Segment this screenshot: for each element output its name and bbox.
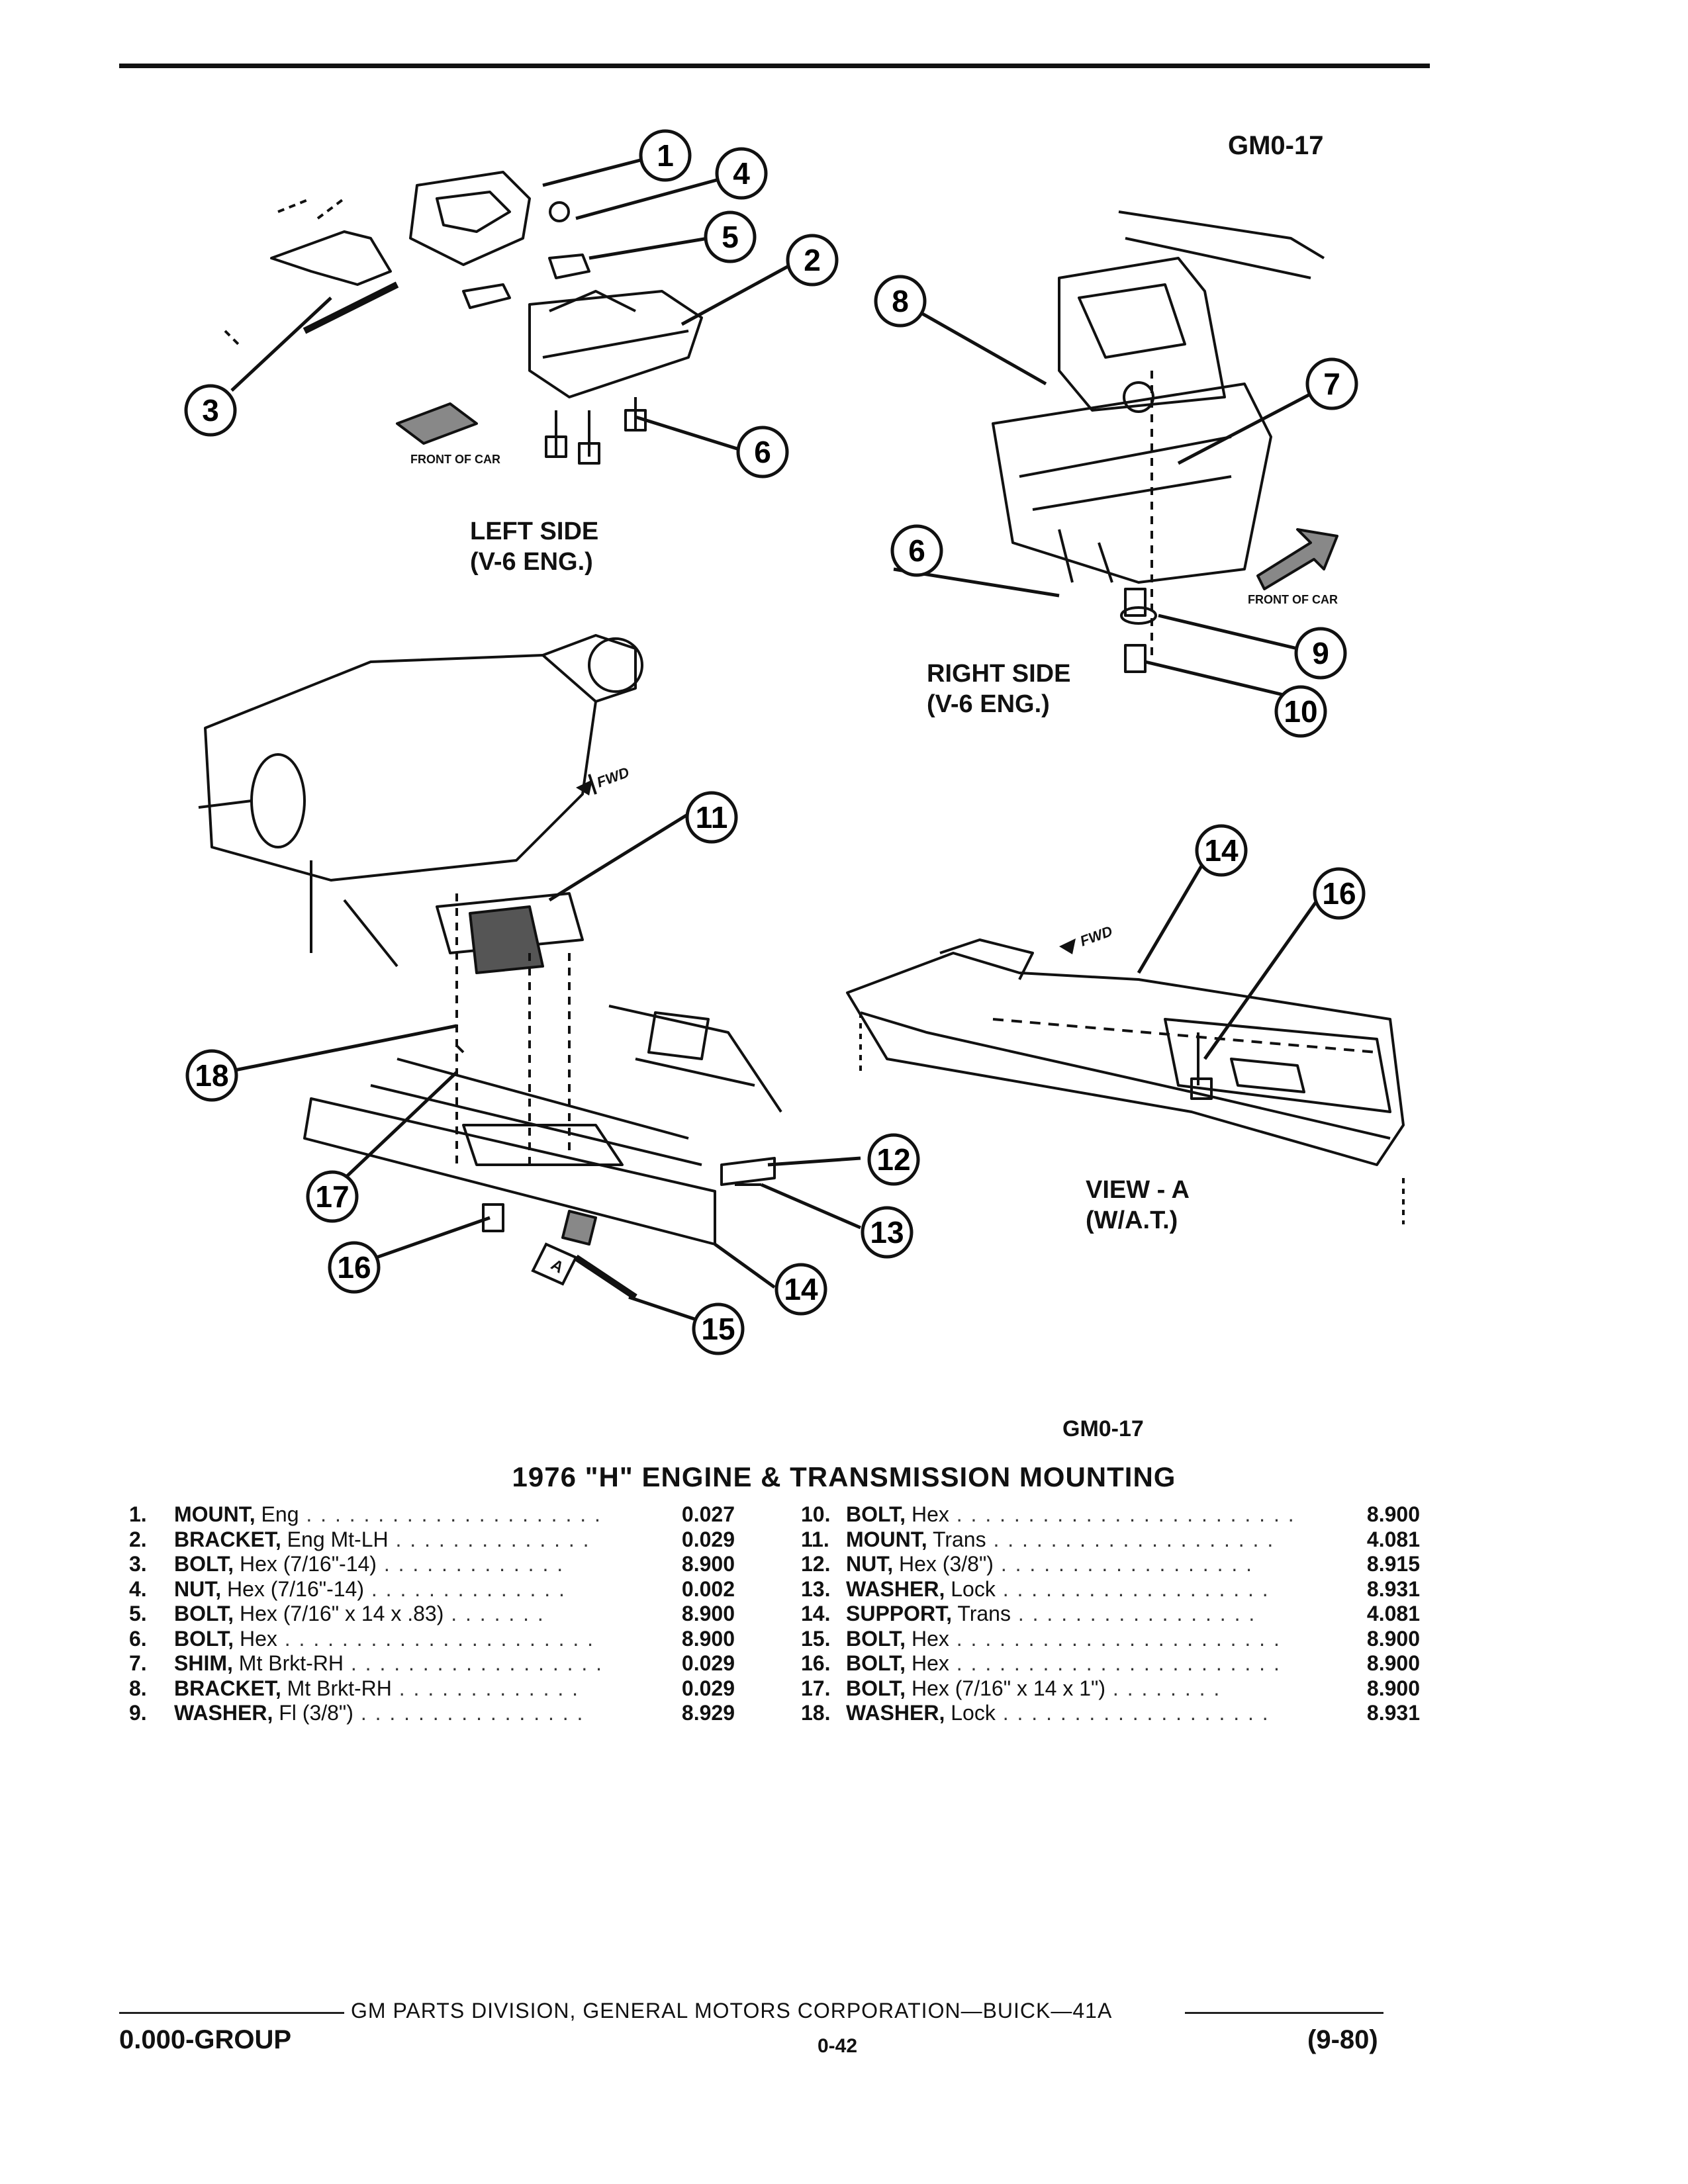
right-side-caption-line-1: RIGHT SIDE <box>927 660 1071 688</box>
callout-7: 7 <box>1305 357 1358 410</box>
svg-text:12: 12 <box>876 1142 910 1177</box>
svg-text:11: 11 <box>696 800 728 835</box>
svg-text:17: 17 <box>315 1179 349 1214</box>
svg-text:18: 18 <box>195 1058 228 1093</box>
part-row: 11.MOUNT, Trans . . . . . . . . . . . . … <box>801 1527 1420 1551</box>
callout-17: 17 <box>306 1170 359 1223</box>
svg-text:5: 5 <box>722 220 739 254</box>
part-row: 15.BOLT, Hex . . . . . . . . . . . . . .… <box>801 1626 1420 1651</box>
front-of-car-right-label: FRONT OF CAR <box>1248 593 1338 606</box>
part-row: 16.BOLT, Hex . . . . . . . . . . . . . .… <box>801 1651 1420 1675</box>
top-rule <box>119 64 1430 68</box>
left-side-mount-drawing <box>224 171 703 465</box>
part-row: 2.BRACKET, Eng Mt-LH . . . . . . . . . .… <box>129 1527 735 1551</box>
part-row: 14.SUPPORT, Trans . . . . . . . . . . . … <box>801 1602 1420 1625</box>
fwd-arrow-2-icon <box>1059 938 1076 954</box>
fwd-label-1: FWD <box>594 764 632 791</box>
svg-text:14: 14 <box>784 1272 818 1306</box>
figure-reference-top: GM0-17 <box>1228 131 1324 160</box>
callout-6-left: 6 <box>736 426 789 478</box>
footer-rule-left <box>119 2012 344 2014</box>
part-row: 7.SHIM, Mt Brkt-RH . . . . . . . . . . .… <box>129 1651 735 1675</box>
right-side-caption: RIGHT SIDE (V-6 ENG.) <box>927 659 1070 719</box>
footer-date: (9-80) <box>1307 2025 1378 2054</box>
callout-10: 10 <box>1274 685 1327 738</box>
svg-text:14: 14 <box>1204 833 1239 868</box>
front-of-car-left-label: FRONT OF CAR <box>410 453 500 466</box>
figure-reference-mid: GM0-17 <box>1062 1416 1144 1441</box>
svg-text:15: 15 <box>701 1312 735 1346</box>
right-side-mount-drawing <box>992 210 1338 673</box>
svg-text:2: 2 <box>804 243 821 277</box>
svg-text:13: 13 <box>870 1215 904 1250</box>
svg-text:1: 1 <box>657 138 674 173</box>
transmission-drawing <box>198 634 782 1300</box>
view-a-caption: VIEW - A (W/A.T.) <box>1086 1175 1190 1236</box>
part-row: 13.WASHER, Lock . . . . . . . . . . . . … <box>801 1576 1420 1601</box>
footer-rule-right <box>1185 2012 1383 2014</box>
callout-bubbles: 1 4 5 2 3 6 8 7 6 9 10 11 14 16 18 17 12… <box>184 129 1366 1355</box>
callout-1: 1 <box>639 129 692 182</box>
part-row: 3.BOLT, Hex (7/16"-14) . . . . . . . . .… <box>129 1552 735 1576</box>
part-row: 1.MOUNT, Eng . . . . . . . . . . . . . .… <box>129 1502 735 1526</box>
svg-text:6: 6 <box>908 533 925 568</box>
callout-5: 5 <box>704 210 757 263</box>
callout-3: 3 <box>184 384 237 437</box>
view-a-caption-line-1: VIEW - A <box>1086 1176 1190 1204</box>
callout-18: 18 <box>185 1049 238 1102</box>
part-row: 8.BRACKET, Mt Brkt-RH . . . . . . . . . … <box>129 1676 735 1700</box>
parts-list-left: 1.MOUNT, Eng . . . . . . . . . . . . . .… <box>129 1502 735 1726</box>
callout-9: 9 <box>1294 627 1347 680</box>
part-row: 17.BOLT, Hex (7/16" x 14 x 1") . . . . .… <box>801 1676 1420 1700</box>
callout-2: 2 <box>786 234 839 287</box>
view-a-drawing <box>846 938 1405 1224</box>
part-row: 18.WASHER, Lock . . . . . . . . . . . . … <box>801 1701 1420 1725</box>
callout-14-bottom: 14 <box>774 1263 827 1316</box>
part-row: 5.BOLT, Hex (7/16" x 14 x .83) . . . . .… <box>129 1602 735 1625</box>
part-row: 4.NUT, Hex (7/16"-14) . . . . . . . . . … <box>129 1576 735 1601</box>
left-side-caption: LEFT SIDE (V-6 ENG.) <box>470 516 598 577</box>
part-row: 6.BOLT, Hex . . . . . . . . . . . . . . … <box>129 1626 735 1651</box>
svg-text:4: 4 <box>733 156 750 191</box>
svg-text:3: 3 <box>202 393 219 428</box>
view-a-caption-line-2: (W/A.T.) <box>1086 1206 1178 1234</box>
fwd-arrow-1-icon <box>576 780 592 796</box>
callout-16-top: 16 <box>1313 867 1366 920</box>
callout-6-right: 6 <box>890 524 943 577</box>
callout-13: 13 <box>861 1206 914 1259</box>
svg-text:10: 10 <box>1284 694 1317 729</box>
view-a-marker-icon: A <box>531 1242 578 1286</box>
callout-15: 15 <box>692 1302 745 1355</box>
callout-4: 4 <box>715 147 768 200</box>
footer-page-number: 0-42 <box>818 2035 858 2057</box>
part-row: 12.NUT, Hex (3/8") . . . . . . . . . . .… <box>801 1552 1420 1576</box>
svg-text:7: 7 <box>1323 367 1340 401</box>
callout-14-top: 14 <box>1195 824 1248 877</box>
part-row: 10.BOLT, Hex . . . . . . . . . . . . . .… <box>801 1502 1420 1526</box>
fwd-label-2: FWD <box>1078 923 1115 950</box>
exploded-diagram: 1 4 5 2 3 6 8 7 6 9 10 11 14 16 18 17 12… <box>184 129 1405 1355</box>
section-title: 1976 "H" ENGINE & TRANSMISSION MOUNTING <box>512 1461 1176 1492</box>
svg-text:16: 16 <box>337 1250 371 1285</box>
left-side-caption-line-2: (V-6 ENG.) <box>470 548 593 576</box>
callout-16-bottom: 16 <box>328 1241 381 1294</box>
callout-8: 8 <box>874 275 927 328</box>
right-side-caption-line-2: (V-6 ENG.) <box>927 690 1050 718</box>
parts-list-right: 10.BOLT, Hex . . . . . . . . . . . . . .… <box>801 1502 1420 1726</box>
callout-12: 12 <box>867 1133 920 1186</box>
part-row: 9.WASHER, Fl (3/8") . . . . . . . . . . … <box>129 1701 735 1725</box>
footer-group: 0.000-GROUP <box>119 2025 292 2054</box>
callout-11: 11 <box>685 791 738 844</box>
svg-text:8: 8 <box>892 284 909 318</box>
footer-publisher: GM PARTS DIVISION, GENERAL MOTORS CORPOR… <box>351 1999 1113 2023</box>
leader-lines <box>224 157 1319 1326</box>
svg-text:9: 9 <box>1312 636 1329 670</box>
left-side-caption-line-1: LEFT SIDE <box>470 518 599 545</box>
svg-text:16: 16 <box>1322 876 1356 911</box>
svg-text:6: 6 <box>754 435 771 469</box>
